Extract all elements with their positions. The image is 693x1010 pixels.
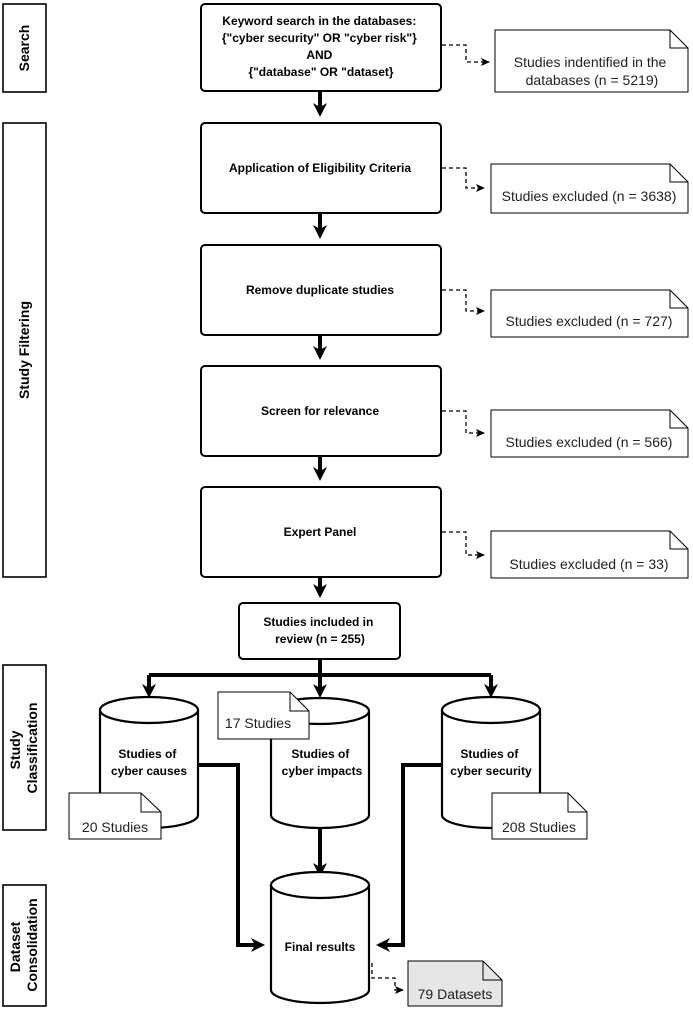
phase-classification-line2: Classification xyxy=(24,702,40,793)
impacts-line1: Studies of xyxy=(291,747,350,761)
step-keyword-search: Keyword search in the databases: {"cyber… xyxy=(200,3,442,92)
dashed-arrow-expert xyxy=(442,531,485,559)
phase-consolidation-line2: Consolidation xyxy=(24,898,40,991)
svg-text:Keyword search in the database: Keyword search in the databases: {"cyber… xyxy=(222,14,420,79)
duplicates-label: Remove duplicate studies xyxy=(246,283,394,297)
included-line2: review (n = 255) xyxy=(275,632,365,646)
phase-classification: Study Classification xyxy=(2,664,47,831)
security-count-text: 208 Studies xyxy=(502,819,576,835)
keyword-search-line4: {"database" OR "dataset} xyxy=(248,65,393,79)
excluded-duplicates-text: Studies excluded (n = 727) xyxy=(506,313,673,329)
relevance-label: Screen for relevance xyxy=(261,404,379,418)
keyword-search-line2: {"cyber security" OR "cyber risk"} xyxy=(222,31,417,45)
step-eligibility: Application of Eligibility Criteria xyxy=(200,122,442,214)
phase-filtering: Study Filtering xyxy=(2,122,47,578)
note-security-count: 208 Studies xyxy=(491,792,588,840)
phase-classification-line1: Study xyxy=(7,730,23,769)
identified-line2: databases (n = 5219) xyxy=(526,72,659,88)
note-excluded-duplicates: Studies excluded (n = 727) xyxy=(490,289,689,338)
security-line1: Studies of xyxy=(460,747,519,761)
dashed-arrows xyxy=(371,44,490,994)
causes-line2: cyber causes xyxy=(111,764,187,778)
svg-text:Studies of cyber impacts: Studies of cyber impacts xyxy=(282,747,363,778)
phase-search: Search xyxy=(2,3,47,93)
arrow-causes-to-final xyxy=(198,763,265,952)
dashed-arrow-eligibility xyxy=(442,167,485,192)
phase-search-label: Search xyxy=(16,25,32,72)
dashed-arrow-relevance xyxy=(442,410,485,437)
note-identified: Studies indentified in the databases (n … xyxy=(494,29,689,93)
svg-text:Studies of cyber securit: Studies of cyber security xyxy=(450,747,532,778)
dashed-arrow-datasets xyxy=(371,963,404,994)
note-excluded-expert: Studies excluded (n = 33) xyxy=(490,530,689,579)
excluded-eligibility-text: Studies excluded (n = 3638) xyxy=(502,188,677,204)
step-included: Studies included in review (n = 255) xyxy=(238,602,401,660)
dashed-arrow-identified xyxy=(442,44,490,66)
phase-consolidation-line1: Dataset xyxy=(7,921,23,972)
svg-text:Study Classification: Study Classification xyxy=(7,702,40,793)
keyword-search-line1: Keyword search in the databases: xyxy=(222,14,416,28)
arrow-security-to-final xyxy=(376,763,442,952)
step-duplicates: Remove duplicate studies xyxy=(200,244,442,336)
impacts-count-text: 17 Studies xyxy=(225,715,291,731)
phase-filtering-label: Study Filtering xyxy=(16,301,32,399)
excluded-relevance-text: Studies excluded (n = 566) xyxy=(506,434,673,450)
note-causes-count: 20 Studies xyxy=(68,792,162,840)
note-datasets-count: 79 Datasets xyxy=(407,960,503,1007)
main-flow-arrows xyxy=(142,91,498,952)
svg-text:Studies of cyber causes: Studies of cyber causes xyxy=(111,747,187,778)
step-relevance: Screen for relevance xyxy=(200,365,442,457)
causes-count-text: 20 Studies xyxy=(82,819,148,835)
expert-label: Expert Panel xyxy=(284,525,357,539)
dashed-arrow-duplicates xyxy=(442,289,485,315)
datasets-count-text: 79 Datasets xyxy=(418,986,493,1002)
db-final: Final results xyxy=(269,870,371,1005)
phase-consolidation: Dataset Consolidation xyxy=(2,884,47,1007)
svg-text:Studies included in revi: Studies included in review (n = 255) xyxy=(263,615,376,646)
svg-text:Studies indentified in the: Studies indentified in the databases (n … xyxy=(514,54,670,88)
note-excluded-relevance: Studies excluded (n = 566) xyxy=(490,409,689,458)
impacts-line2: cyber impacts xyxy=(282,764,363,778)
excluded-expert-text: Studies excluded (n = 33) xyxy=(509,556,668,572)
causes-line1: Studies of xyxy=(118,747,177,761)
security-line2: cyber security xyxy=(450,764,532,778)
note-excluded-eligibility: Studies excluded (n = 3638) xyxy=(490,163,689,214)
eligibility-label: Application of Eligibility Criteria xyxy=(229,161,411,175)
included-line1: Studies included in xyxy=(263,615,373,629)
note-impacts-count: 17 Studies xyxy=(217,691,310,740)
final-results-label: Final results xyxy=(285,940,356,954)
keyword-search-line3: AND xyxy=(306,48,332,62)
svg-text:Dataset Consolidation: Dataset Consolidation xyxy=(7,898,40,991)
identified-line1: Studies indentified in the xyxy=(514,54,667,70)
step-expert: Expert Panel xyxy=(200,486,442,578)
